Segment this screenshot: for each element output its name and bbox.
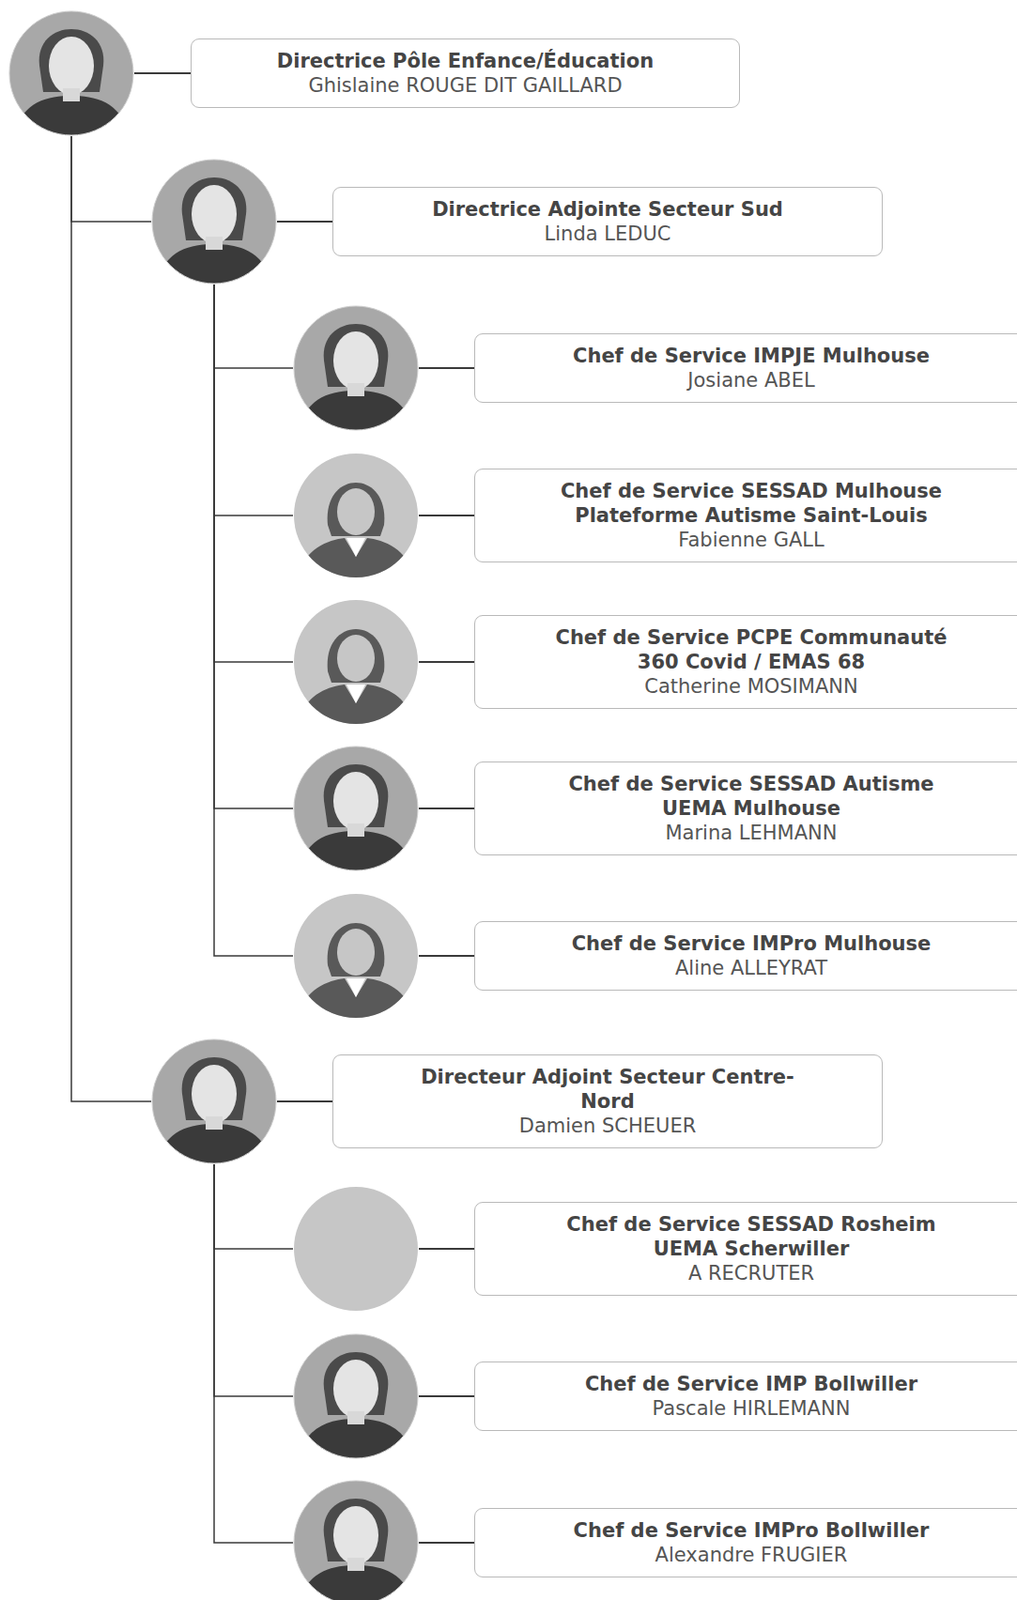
person-name: Catherine MOSIMANN <box>644 674 858 699</box>
org-unit: Directrice Adjointe Secteur SudLinda LED… <box>151 158 883 285</box>
person-name: Linda LEDUC <box>544 221 672 247</box>
reporting-line <box>214 1164 293 1397</box>
org-unit: Chef de Service IMPro MulhouseAline ALLE… <box>292 893 1017 1019</box>
person-name: Alexandre FRUGIER <box>655 1542 848 1568</box>
org-unit: Chef de Service SESSAD Autisme UEMA Mulh… <box>292 745 1017 872</box>
role-title: Chef de Service SESSAD Rosheim UEMA Sche… <box>539 1212 963 1262</box>
link-stub <box>418 367 475 370</box>
org-unit: Directeur Adjoint Secteur Centre-NordDam… <box>151 1038 883 1165</box>
role-box: Directrice Pôle Enfance/ÉducationGhislai… <box>190 38 740 108</box>
role-title: Chef de Service SESSAD Autisme UEMA Mulh… <box>539 771 963 821</box>
portrait-placeholder <box>292 452 419 582</box>
role-box: Chef de Service IMPJE MulhouseJosiane AB… <box>474 333 1017 403</box>
role-box: Chef de Service IMP BollwillerPascale HI… <box>474 1361 1017 1432</box>
org-unit: Directrice Pôle Enfance/ÉducationGhislai… <box>8 10 740 137</box>
reporting-line <box>214 1164 293 1249</box>
reporting-line <box>214 284 293 809</box>
role-box: Chef de Service SESSAD Rosheim UEMA Sche… <box>474 1201 1017 1296</box>
role-title: Chef de Service IMPro Mulhouse <box>571 931 932 956</box>
role-title: Chef de Service SESSAD Mulhouse Platefor… <box>539 478 963 528</box>
reporting-line <box>214 284 293 369</box>
link-stub <box>418 955 475 957</box>
person-name: Aline ALLEYRAT <box>675 955 828 981</box>
org-unit: Chef de Service SESSAD Rosheim UEMA Sche… <box>292 1186 1017 1312</box>
role-box: Chef de Service PCPE Communauté 360 Covi… <box>474 615 1017 709</box>
portrait-photo <box>292 745 419 875</box>
role-title: Chef de Service IMPro Bollwiller <box>573 1518 930 1543</box>
portrait-photo <box>151 158 278 288</box>
role-title: Directeur Adjoint Secteur Centre-Nord <box>396 1064 819 1114</box>
role-box: Directeur Adjoint Secteur Centre-NordDam… <box>332 1054 883 1149</box>
reporting-line <box>71 136 152 1102</box>
portrait-photo <box>292 1479 419 1600</box>
reporting-line <box>71 136 152 222</box>
link-stub <box>277 220 333 223</box>
link-stub <box>418 514 475 517</box>
link-stub <box>418 1395 475 1398</box>
role-box: Chef de Service SESSAD Mulhouse Platefor… <box>474 468 1017 563</box>
person-name: Josiane ABEL <box>687 368 815 393</box>
role-title: Directrice Pôle Enfance/Éducation <box>277 48 654 74</box>
role-box: Chef de Service IMPro MulhouseAline ALLE… <box>474 921 1017 991</box>
person-name: Ghislaine ROUGE DIT GAILLARD <box>308 73 622 98</box>
reporting-line <box>214 284 293 516</box>
link-stub <box>418 807 475 810</box>
person-name: Damien SCHEUER <box>519 1113 697 1139</box>
reporting-line <box>214 284 293 956</box>
role-box: Chef de Service IMPro BollwillerAlexandr… <box>474 1508 1017 1578</box>
link-stub <box>277 1100 333 1103</box>
org-unit: Chef de Service IMP BollwillerPascale HI… <box>292 1333 1017 1460</box>
portrait-photo <box>8 10 135 139</box>
person-name: Marina LEHMANN <box>665 820 838 846</box>
reporting-line <box>214 1164 293 1543</box>
org-unit: Chef de Service SESSAD Mulhouse Platefor… <box>292 452 1017 579</box>
portrait-placeholder <box>292 893 419 1022</box>
portrait-photo <box>151 1038 278 1168</box>
role-box: Chef de Service SESSAD Autisme UEMA Mulh… <box>474 761 1017 856</box>
link-stub <box>418 661 475 663</box>
reporting-line <box>214 284 293 663</box>
link-stub <box>418 1248 475 1250</box>
portrait-placeholder <box>292 599 419 728</box>
role-title: Directrice Adjointe Secteur Sud <box>431 197 784 222</box>
org-unit: Chef de Service IMPro BollwillerAlexandr… <box>292 1479 1017 1600</box>
role-box: Directrice Adjointe Secteur SudLinda LED… <box>332 186 883 257</box>
portrait-photo <box>292 1333 419 1463</box>
role-title: Chef de Service PCPE Communauté 360 Covi… <box>539 625 963 675</box>
person-name: A RECRUTER <box>688 1261 815 1286</box>
org-unit: Chef de Service PCPE Communauté 360 Covi… <box>292 599 1017 725</box>
role-title: Chef de Service IMPJE Mulhouse <box>572 343 930 369</box>
link-stub <box>418 1541 475 1544</box>
link-stub <box>134 72 191 75</box>
person-name: Pascale HIRLEMANN <box>652 1396 851 1421</box>
portrait-photo <box>292 305 419 434</box>
person-name: Fabienne GALL <box>678 527 824 553</box>
org-unit: Chef de Service IMPJE MulhouseJosiane AB… <box>292 305 1017 432</box>
empty-portrait <box>293 1186 418 1311</box>
role-title: Chef de Service IMP Bollwiller <box>585 1371 918 1397</box>
